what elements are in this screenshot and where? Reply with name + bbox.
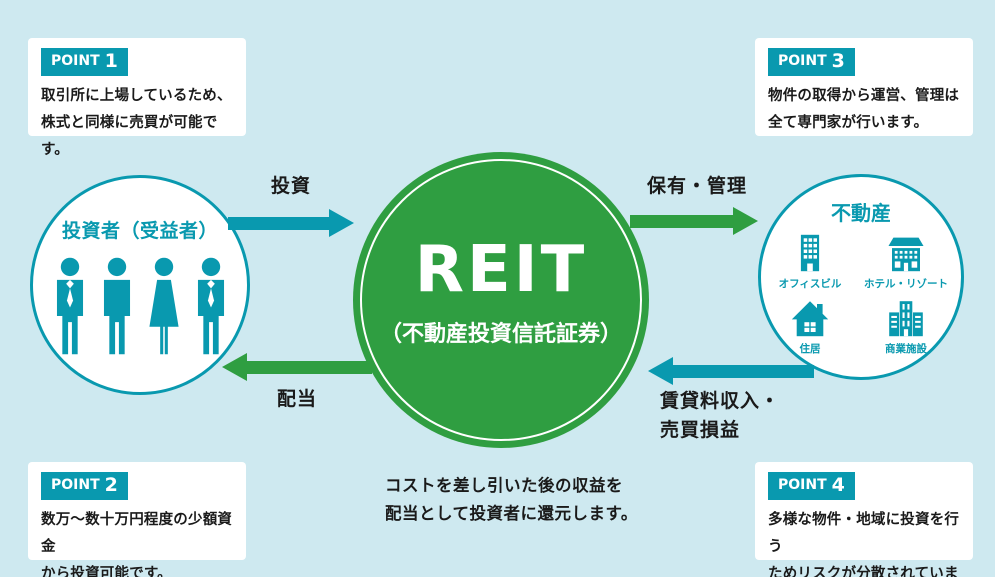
real-estate-circle: 不動産 オフィスビル bbox=[758, 174, 964, 380]
point-3-line-2: 全て専門家が行います。 bbox=[768, 114, 929, 131]
building-label-commercial: 商業施設 bbox=[885, 343, 927, 355]
point-1-text: 取引所に上場しているため、株式と同様に売買が可能です。 bbox=[41, 83, 233, 163]
point-2-line-1: 数万〜数十万円程度の少額資金 bbox=[41, 512, 233, 555]
investors-circle: 投資者（受益者） bbox=[30, 175, 250, 395]
investors-title: 投資者（受益者） bbox=[61, 220, 218, 242]
manage-arrow-right-icon bbox=[630, 207, 758, 235]
footnote-line-1: コストを差し引いた後の収益を bbox=[385, 476, 623, 495]
office-building-icon bbox=[800, 234, 820, 272]
house-icon bbox=[791, 301, 829, 337]
reit-circle: REIT （不動産投資信託証券） bbox=[353, 152, 649, 448]
point-3-badge-label: POINT bbox=[778, 53, 827, 69]
income-arrow-shaft bbox=[673, 364, 814, 378]
building-item-hotel: ホテル・リゾート bbox=[856, 232, 956, 291]
invest-arrow-right-icon bbox=[228, 209, 354, 237]
point-1-badge-label: POINT bbox=[51, 53, 100, 69]
real-estate-title: 不動産 bbox=[831, 201, 891, 225]
point-4-badge-label: POINT bbox=[778, 477, 827, 493]
point-2-badge-label: POINT bbox=[51, 477, 100, 493]
building-label-office: オフィスビル bbox=[778, 278, 842, 290]
point-3-line-1: 物件の取得から運営、管理は bbox=[768, 88, 960, 104]
building-item-office: オフィスビル bbox=[766, 232, 854, 291]
commercial-facility-icon bbox=[889, 301, 923, 337]
point-4-badge-number: 4 bbox=[831, 474, 845, 496]
income-arrow-label-line-2: 売買損益 bbox=[660, 419, 741, 442]
building-item-commercial: 商業施設 bbox=[856, 297, 956, 356]
invest-arrow-shaft bbox=[228, 216, 329, 230]
man-with-tie-icon bbox=[56, 257, 83, 355]
building-label-hotel: ホテル・リゾート bbox=[864, 278, 948, 290]
dividend-arrow-left-icon bbox=[222, 353, 372, 381]
point-4-line-2: ためリスクが分散されています。 bbox=[768, 565, 959, 577]
point-2-text: 数万〜数十万円程度の少額資金から投資可能です。 bbox=[41, 507, 233, 577]
dividend-arrow-shaft bbox=[247, 360, 372, 374]
manage-arrow-shaft bbox=[630, 214, 733, 228]
footnote-line-2: 配当として投資者に還元します。 bbox=[385, 504, 638, 524]
income-arrow-left-icon bbox=[648, 357, 814, 385]
manage-arrow-head bbox=[733, 207, 758, 235]
investor-people-icons bbox=[47, 253, 234, 359]
income-arrow-head bbox=[648, 357, 673, 385]
point-2-badge-number: 2 bbox=[104, 474, 118, 496]
building-grid: オフィスビル ホテル・リゾート bbox=[766, 232, 956, 356]
man-icon bbox=[103, 257, 130, 355]
income-arrow-label: 賃貸料収入・売買損益 bbox=[660, 387, 780, 446]
point-1-badge-number: 1 bbox=[104, 50, 118, 72]
invest-arrow-head bbox=[329, 209, 354, 237]
reit-subtitle: （不動産投資信託証券） bbox=[379, 322, 622, 347]
dividend-arrow-label: 配当 bbox=[276, 388, 317, 410]
point-3-text: 物件の取得から運営、管理は全て専門家が行います。 bbox=[768, 83, 960, 137]
point-4-line-1: 多様な物件・地域に投資を行う bbox=[768, 512, 960, 555]
dividend-arrow-head bbox=[222, 353, 247, 381]
point-1-line-1: 取引所に上場しているため、 bbox=[41, 88, 232, 104]
point-2-line-2: から投資可能です。 bbox=[41, 565, 172, 577]
building-label-house: 住居 bbox=[799, 343, 821, 355]
point-3-badge-number: 3 bbox=[831, 50, 845, 72]
man-with-tie-icon bbox=[197, 257, 224, 355]
point-4-text: 多様な物件・地域に投資を行うためリスクが分散されています。 bbox=[768, 507, 960, 577]
building-item-house: 住居 bbox=[766, 297, 854, 356]
hotel-resort-icon bbox=[888, 237, 924, 272]
point-1-line-2: 株式と同様に売買が可能です。 bbox=[41, 114, 218, 158]
woman-icon bbox=[148, 257, 179, 355]
reit-footnote: コストを差し引いた後の収益を配当として投資者に還元します。 bbox=[385, 472, 638, 528]
reit-title: REIT bbox=[414, 233, 588, 307]
income-arrow-label-line-1: 賃貸料収入・ bbox=[660, 390, 781, 412]
manage-arrow-label: 保有・管理 bbox=[646, 175, 747, 197]
invest-arrow-label: 投資 bbox=[270, 175, 311, 197]
